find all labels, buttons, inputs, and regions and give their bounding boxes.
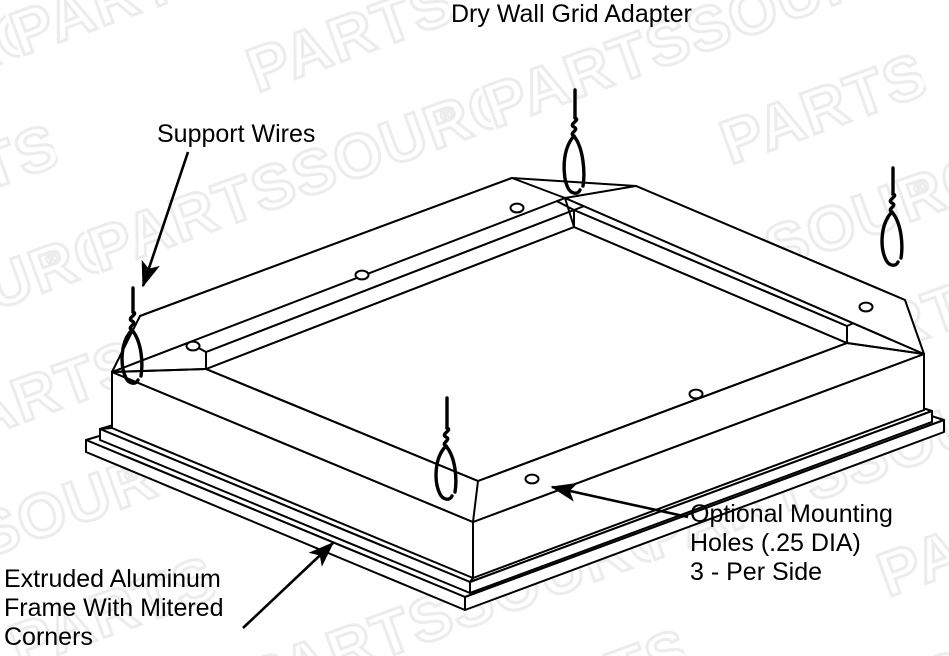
mounting-hole [858, 301, 874, 313]
wire-twist-knot [128, 310, 137, 332]
flange-right-edge [464, 419, 945, 611]
wire-loop [562, 134, 582, 195]
mounting-hole [354, 269, 370, 281]
mounting-hole [185, 340, 201, 352]
wire-loop [880, 210, 900, 267]
wire-loop-back [572, 134, 586, 188]
optional-holes-line-3: 3 - Per Side [690, 558, 823, 586]
wire-loop [120, 328, 140, 385]
wire-loop-back [890, 210, 904, 260]
miter-seam-right [846, 342, 925, 355]
optional-holes-line-2: Holes (.25 DIA) [690, 529, 861, 557]
wire-twist-knot [888, 192, 897, 214]
miter-seam-back [564, 197, 575, 228]
callout-arrows-group [141, 151, 689, 629]
mounting-hole [688, 388, 704, 400]
wire-loop [434, 444, 454, 501]
mounting-holes-group [185, 202, 874, 485]
support-wires-group [120, 88, 904, 501]
optional-holes-line-1: Optional Mounting [690, 500, 893, 528]
mounting-hole [524, 473, 540, 485]
wire-twist-knot [570, 116, 579, 138]
support-wire [880, 166, 904, 267]
mounting-hole [509, 202, 525, 214]
frame-left-return-detail [99, 427, 474, 583]
miter-seam-front [472, 480, 479, 523]
wire-loop-back [130, 328, 144, 378]
frame-front-rail-inner-left [205, 368, 479, 482]
flange-second-plate-right-edge [469, 410, 933, 594]
miter-seam-left [111, 368, 207, 373]
wire-twist-knot [442, 426, 451, 448]
label-support-wires: Support Wires [157, 120, 316, 148]
support-wire [562, 88, 586, 195]
support-wires-leader [141, 151, 190, 288]
frame-rim-ridge-back [511, 177, 637, 187]
extruded-frame-line-3: Corners [4, 623, 93, 651]
wire-loop-back [444, 444, 458, 494]
extruded-frame-leader [242, 541, 335, 629]
frame-front-rail-inner-right [477, 342, 848, 482]
label-optional-mounting-holes: Optional Mounting Holes (.25 DIA) 3 - Pe… [690, 500, 893, 587]
page-title: Dry Wall Grid Adapter [451, 0, 692, 28]
optional-holes-leader [550, 482, 689, 519]
label-extruded-aluminum-frame: Extruded Aluminum Frame With Mitered Cor… [4, 565, 223, 652]
extruded-frame-line-2: Frame With Mitered [4, 594, 224, 622]
support-wire [434, 396, 458, 501]
extruded-frame-line-1: Extruded Aluminum [4, 565, 221, 593]
support-wire [120, 286, 144, 385]
